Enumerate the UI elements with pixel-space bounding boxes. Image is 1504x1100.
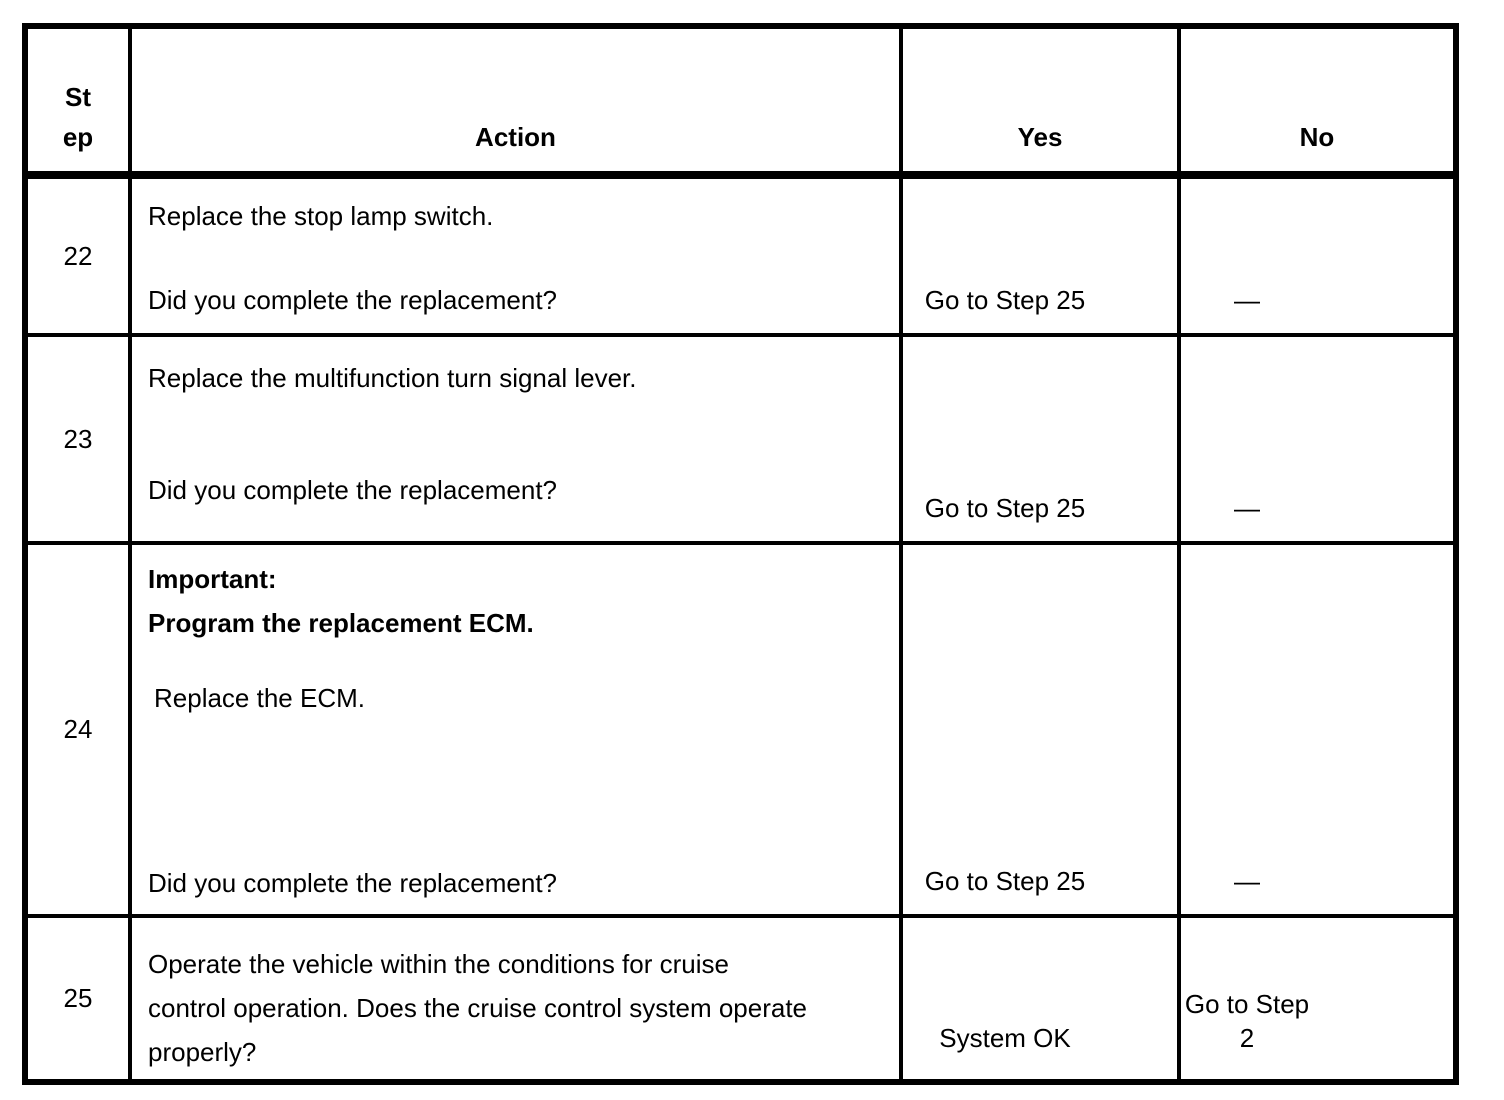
yes-answer: System OK	[939, 1023, 1071, 1053]
diagnostic-steps-table: St ep Action Yes No 22 Replace the stop …	[22, 23, 1459, 1085]
no-answer: —	[1234, 285, 1260, 315]
action-cell: Replace the multifunction turn signal le…	[132, 337, 903, 545]
step-cell: 22	[28, 179, 132, 337]
column-header-step: St ep	[28, 29, 132, 179]
column-header-yes-label: Yes	[1017, 122, 1063, 152]
action-cell: Operate the vehicle within the condition…	[132, 918, 903, 1079]
step-cell: 25	[28, 918, 132, 1079]
step-cell: 23	[28, 337, 132, 545]
column-header-action-label: Action	[475, 122, 556, 152]
action-instruction: Replace the ECM.	[154, 683, 365, 713]
column-header-action: Action	[132, 29, 903, 179]
no-cell: —	[1181, 179, 1453, 337]
column-header-step-line2: ep	[62, 122, 94, 152]
action-important-text: Program the replacement ECM.	[148, 608, 534, 638]
yes-answer: Go to Step 25	[924, 285, 1086, 315]
column-header-no: No	[1181, 29, 1453, 179]
yes-cell: Go to Step 25	[903, 179, 1181, 337]
column-header-no-label: No	[1299, 122, 1335, 152]
action-instruction: Replace the multifunction turn signal le…	[148, 363, 637, 393]
column-header-yes: Yes	[903, 29, 1181, 179]
yes-cell: Go to Step 25	[903, 337, 1181, 545]
action-question: Did you complete the replacement?	[148, 285, 558, 315]
no-answer: Go to Step 2	[1184, 989, 1310, 1053]
action-question: Did you complete the replacement?	[148, 475, 558, 505]
no-cell: Go to Step 2	[1181, 918, 1453, 1079]
no-cell: —	[1181, 545, 1453, 918]
step-cell: 24	[28, 545, 132, 918]
yes-answer: Go to Step 25	[924, 493, 1086, 523]
action-instruction: Replace the stop lamp switch.	[148, 201, 494, 231]
no-answer: —	[1234, 493, 1260, 523]
yes-cell: System OK	[903, 918, 1181, 1079]
no-cell: —	[1181, 337, 1453, 545]
action-cell: Important: Program the replacement ECM. …	[132, 545, 903, 918]
yes-cell: Go to Step 25	[903, 545, 1181, 918]
column-header-step-line1: St	[65, 82, 91, 112]
action-important-heading: Important:	[148, 564, 277, 594]
action-cell: Replace the stop lamp switch. Did you co…	[132, 179, 903, 337]
no-answer: —	[1234, 866, 1260, 896]
action-question: Did you complete the replacement?	[148, 868, 558, 898]
action-question: Operate the vehicle within the condition…	[148, 949, 808, 1067]
yes-answer: Go to Step 25	[924, 866, 1086, 896]
